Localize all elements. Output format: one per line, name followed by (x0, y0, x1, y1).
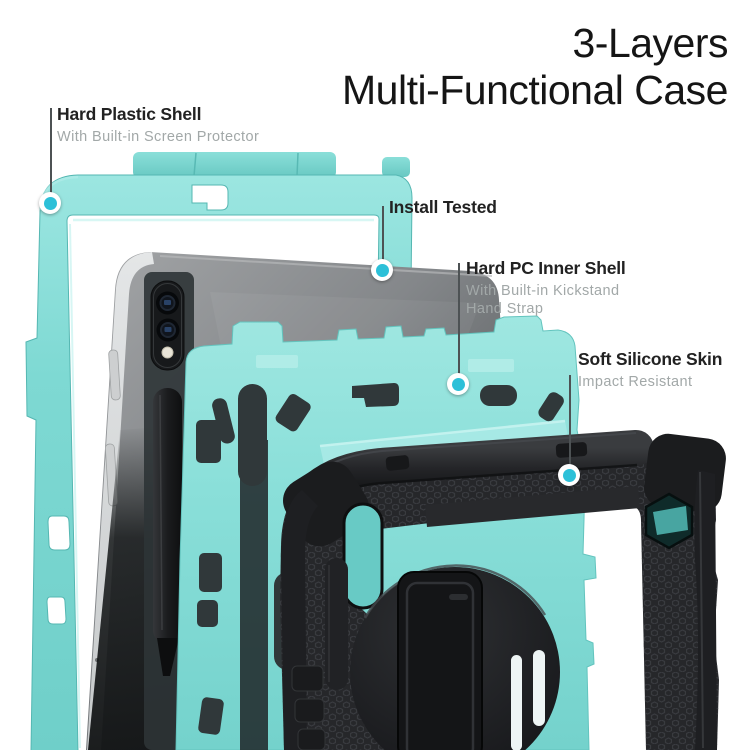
hard-plastic-shell-layer (25, 152, 413, 750)
callout-sublabel: Hand Strap (466, 301, 544, 317)
page-title: 3-Layers Multi-Functional Case (342, 20, 729, 114)
strap-slot (511, 655, 522, 750)
soft-silicone-skin-layer (280, 430, 726, 750)
callout-hard-plastic-shell: Hard Plastic Shell With Built-in Screen … (57, 104, 259, 146)
callout-label: Soft Silicone Skin (578, 349, 723, 369)
volume-button (108, 349, 121, 401)
frame-body (25, 174, 413, 750)
kickstand-flap (397, 571, 483, 750)
callout-dot-hard-pc-inner-shell (447, 373, 469, 395)
leader-line-install-tested (382, 206, 384, 260)
callout-dot-install-tested (371, 259, 393, 281)
frame-top-tab (133, 152, 336, 178)
s-pen (153, 388, 182, 676)
callout-label: Hard PC Inner Shell (466, 258, 626, 278)
leader-line-hard-pc-inner-shell (458, 263, 460, 374)
callout-sublabel: With Built-in Kickstand (466, 283, 620, 299)
case-right-wall (694, 470, 717, 750)
case-ladder-tabs (291, 665, 326, 750)
camera-module (150, 280, 185, 371)
callout-dot-soft-silicone-skin (558, 464, 580, 486)
callout-sublabel: With Built-in Screen Protector (57, 129, 260, 145)
callout-dot-hard-plastic-shell (39, 192, 61, 214)
leader-line-hard-plastic-shell (50, 108, 52, 194)
strap-slot (533, 650, 545, 726)
case-smooth-rib (325, 558, 348, 690)
camera-flash (161, 346, 174, 359)
callout-soft-silicone-skin: Soft Silicone Skin Impact Resistant (578, 349, 722, 391)
shell-groove (240, 440, 268, 750)
callout-install-tested: Install Tested (389, 197, 497, 218)
callout-sublabel: Impact Resistant (578, 374, 693, 390)
case-left-wall (281, 490, 318, 750)
frame-corner-tab (382, 157, 410, 177)
callout-label: Install Tested (389, 197, 497, 217)
title-line-2: Multi-Functional Case (342, 67, 729, 113)
title-line-1: 3-Layers (572, 20, 728, 66)
leader-line-soft-silicone-skin (569, 375, 571, 465)
case-hex-camera-hole (644, 492, 694, 550)
callout-label: Hard Plastic Shell (57, 104, 202, 124)
kickstand-assembly (350, 564, 560, 750)
case-oval-opening (342, 502, 384, 610)
case-inner-ledge (425, 486, 640, 527)
callout-hard-pc-inner-shell: Hard PC Inner Shell With Built-in Kickst… (466, 258, 626, 318)
